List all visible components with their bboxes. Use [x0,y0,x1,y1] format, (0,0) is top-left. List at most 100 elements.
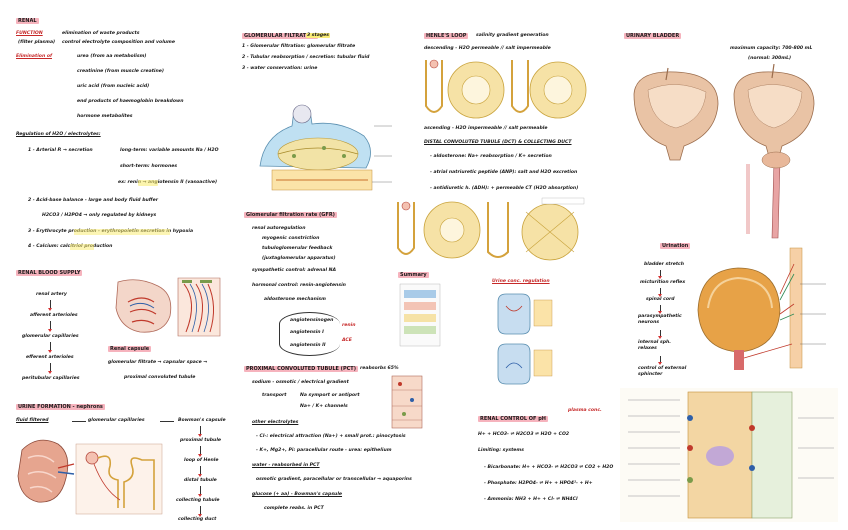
urine-4: proximal tubule [180,438,222,443]
bladder-figure [633,64,815,239]
blood-arrow-3 [48,342,52,353]
mict-arrow-5 [658,356,662,365]
mict-arrow-3 [658,305,662,314]
blood-arrow-4 [48,363,52,374]
gfr-ace: ACE [342,338,352,343]
urine-reg-title: Urine conc. regulation [492,279,550,284]
function-sub: (filter plasma) [18,40,56,45]
mict-6: control of external sphincter [638,366,687,377]
mict-arrow-2 [658,288,662,297]
gf-stages: 3 stages [306,33,330,38]
blood-2: afferent arterioles [30,313,78,318]
mict-5: internal sph. relaxes [638,340,672,351]
blood-supply-title: RENAL BLOOD SUPPLY [16,270,83,276]
pct-title: PROXIMAL CONVOLUTED TUBULE (PCT) [244,366,358,372]
gf-title: GLOMERULAR FILTRATION [242,33,319,39]
dct-cell-figure [620,388,838,522]
urine-arrow-5 [198,466,202,477]
ph-5: - Ammonia: NH3 + H+ + Cl- ⇌ NH4Cl [484,497,578,502]
pct-5: - K+, Mg2+, Pi: paracellular route - ure… [256,448,392,453]
urine-5: loop of Henle [184,458,219,463]
urine-arrow-6 [198,486,202,497]
pct-9: complete reabs. in PCT [264,506,324,511]
loop-figure [425,59,587,119]
ph-title: RENAL CONTROL OF pH [478,416,548,422]
urine-reg-figure [497,293,553,385]
main-title: RENAL [16,18,39,24]
pct-3: other electrolytes [252,420,299,425]
loop-descending: descending - H2O permeable // salt imper… [424,46,551,51]
regulation-item-1a: long-term: variable amounts Na / H2O [120,148,219,153]
loop-title: HENLE'S LOOP [424,33,469,39]
elimination-item-1: urea (from aa metabolism) [77,54,147,59]
gfr-3a: aldosterone mechanism [264,297,326,302]
erythro-highlight [74,229,170,235]
regulation-item-1b: short-term: hormones [120,164,178,169]
mict-2: micturition reflex [640,280,686,285]
function-label: FUNCTION [16,31,43,36]
ph-3: - Bicarbonate: H+ + HCO3- ⇌ H2CO3 ⇌ CO2 … [484,465,614,470]
blood-4: efferent arterioles [26,355,74,360]
regulation-item-1: 1 - Arterial P. → secretion [28,148,93,153]
dct-2: - atrial natriuretic peptide (ANP): salt… [430,170,578,175]
gf-item-1: 1 - Glomerular filtration: glomerular fi… [242,44,356,49]
regulation-item-2a: H2CO3 / H2PO4 → only regulated by kidney… [42,213,157,218]
pct-2b: Na+ / K+ channels [300,404,348,409]
regulation-label: Regulation of H2O / electrolytes: [16,132,101,137]
regulation-item-2: 2 - Acid-base balance - large and body f… [28,198,158,203]
pct-6: water - reabsorbed in PCT [252,463,320,468]
pct-7: osmotic gradient, paracellular or transc… [256,477,412,482]
elimination-item-2: creatinine (from muscle creatine) [77,69,164,74]
urine-2: glomerular capillaries [88,418,145,423]
urine-arrow-4 [198,446,202,457]
renin-highlight [138,180,158,186]
gfr-6: angiotensin II [290,343,326,348]
gfr-title: Glomerular filtration rate (GFR) [244,212,337,218]
gf-item-2: 2 - Tubular reabsorption / secretion: tu… [242,55,370,60]
nephron-figure [17,439,163,515]
ph-4: - Phosphate: H2PO4- ⇌ H+ + HPO4²- + H+ [484,481,593,486]
loop-sub: salinity gradient generation [476,33,549,38]
urine-1: fluid filtered [16,418,49,423]
calcitriol-highlight [70,244,94,250]
mict-3: spinal cord [646,297,675,302]
gfr-3: hormonal control: renin-angiotensin [252,283,346,288]
elimination-item-4: end products of haemoglobin breakdown [77,99,184,104]
urine-arrow-3 [198,426,202,437]
glomerulus-figure [259,104,392,191]
gfr-5: angiotensin I [290,330,324,335]
kidney-vessels-figure [108,272,224,340]
pct-2a: Na symport or antiport [300,393,360,398]
ph-1: H+ + HCO3- ⇌ H2CO3 ⇌ H2O + CO2 [478,432,570,437]
urine-arrow-line-1 [72,421,86,422]
mict-1: bladder stretch [644,262,685,267]
micturition-reflex-figure [697,247,826,370]
elimination-label: Elimination of [16,54,52,59]
micturition-title: Urination [660,243,691,249]
pct-1: sodium - osmotic / electrical gradient [252,380,349,385]
regulation-item-1c: ex: renin → angiotensin II (vasoactive) [118,180,218,185]
loop-ascending: ascending - H2O impermeable // salt perm… [424,126,548,131]
summary-figure [399,283,441,347]
mict-4: parasympathetic neurons [638,314,682,325]
renal-capsule-title: Renal capsule [108,346,152,352]
mict-arrow-1 [658,270,662,279]
bladder-title: URINARY BLADDER [624,33,682,39]
elimination-item-3: uric acid (from nucleic acid) [77,84,150,89]
gfr-1c: (juxtaglomerular apparatus) [262,256,336,261]
capsule-text: glomerular filtrate → capsular space → [108,360,208,365]
gf-item-3: 3 - water conservation: urine [242,66,318,71]
gfr-1b: tubuloglomerular feedback [262,246,333,251]
urine-6: distal tubule [184,478,217,483]
ph-2: Limiting: systems [478,448,524,453]
gfr-4: angiotensinogen [290,318,334,323]
blood-1: renal artery [36,292,67,297]
mict-arrow-4 [658,330,662,339]
function-item-1: elimination of waste products [62,31,140,36]
dct-figure [397,197,585,261]
capsule-text-2: proximal convoluted tubule [124,375,196,380]
bladder-capacity-2: (normal: 300mL) [748,56,792,61]
pct-2: transport [262,393,287,398]
dct-3: - antidiuretic h. (ADH): + permeable CT … [430,186,579,191]
gfr-2: sympathetic control: adrenal NA [252,268,337,273]
